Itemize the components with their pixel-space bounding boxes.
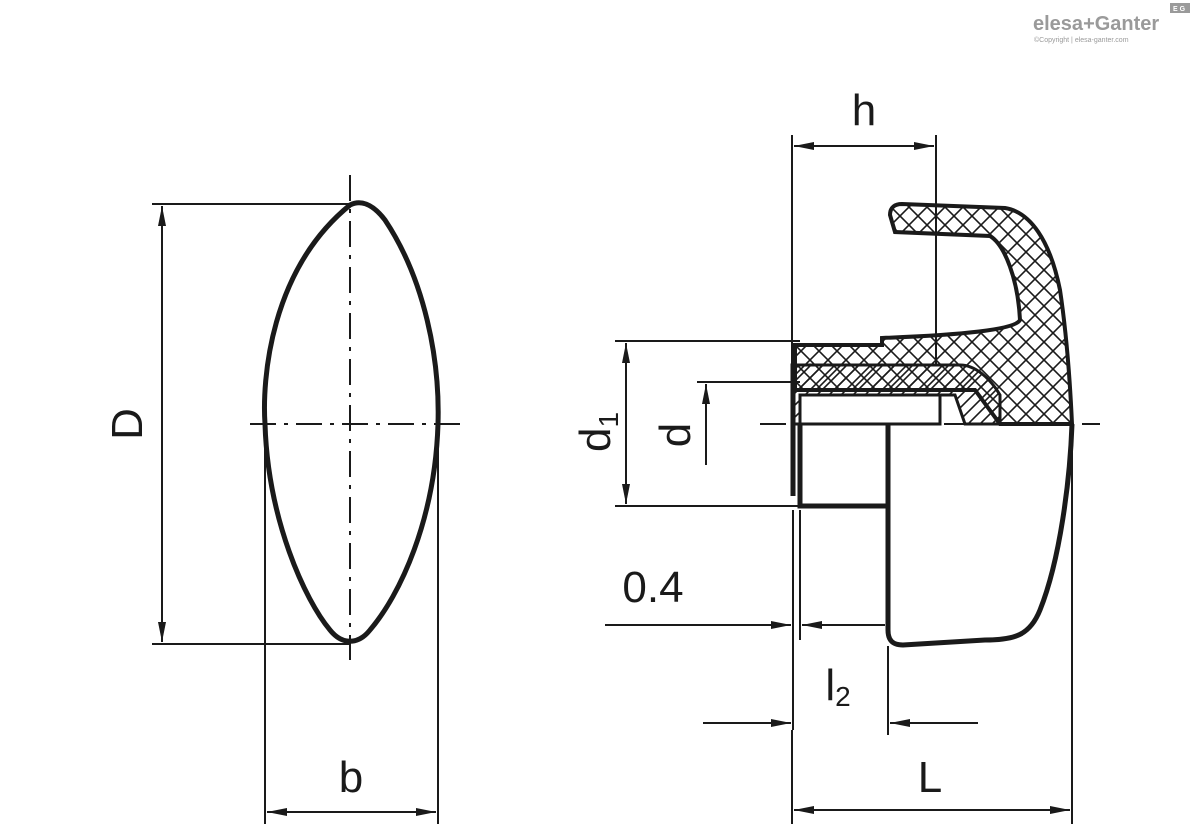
- brand-name-part2: Ganter: [1095, 13, 1160, 35]
- h-label: h: [852, 86, 876, 135]
- L-label: L: [918, 753, 942, 802]
- brand-name-sep: +: [1083, 13, 1095, 35]
- brand-badge-box: [1170, 3, 1190, 13]
- d1-label-main: d: [571, 428, 620, 452]
- side-view: h d1 d 0.4 l2 L: [571, 86, 1100, 824]
- knob-front-outline: [261, 200, 441, 644]
- threaded-bore: [798, 393, 942, 426]
- b-label: b: [339, 753, 363, 802]
- d1-label: d1: [571, 412, 624, 452]
- l2-label-sub: 2: [835, 681, 851, 712]
- front-view: D b: [103, 175, 468, 824]
- d-label: d: [651, 423, 700, 447]
- D-label: D: [103, 408, 152, 440]
- brand-logo: elesa+Ganter ©Copyright | elesa-ganter.c…: [1033, 3, 1190, 44]
- svg-text:elesa+Ganter: elesa+Ganter: [1033, 13, 1159, 35]
- l2-label-main: l: [825, 661, 835, 710]
- knob-side-lower-outline: [885, 423, 1075, 648]
- gap-label: 0.4: [622, 563, 683, 612]
- l2-label: l2: [825, 661, 850, 712]
- brand-badge: E G: [1173, 6, 1186, 13]
- d1-label-sub: 1: [593, 412, 624, 428]
- brand-name-part1: elesa: [1033, 13, 1084, 35]
- brand-copyright: ©Copyright | elesa-ganter.com: [1034, 36, 1129, 44]
- hub-lower-outline: [797, 424, 888, 509]
